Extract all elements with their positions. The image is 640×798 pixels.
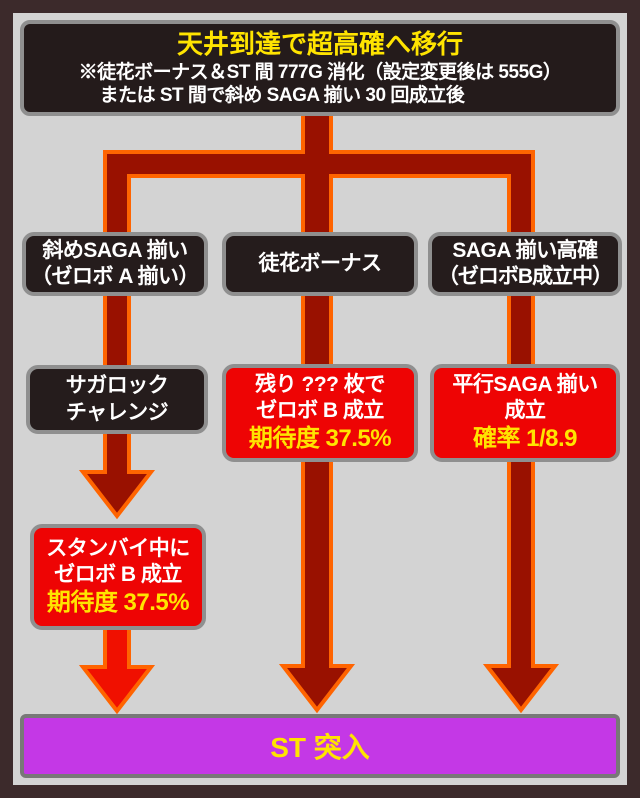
trigger-box-saga-koukaku: SAGA 揃い高確 （ゼロボB成立中） (428, 232, 622, 296)
result-zerobo-b-line2: ゼロボ B 成立 (256, 399, 384, 422)
result-parallel-saga-line1: 平行SAGA 揃い (452, 372, 598, 396)
result-box-parallel-saga: 平行SAGA 揃い 成立 確率 1/8.9 (430, 364, 620, 462)
result-zerobo-b-line1: 残り ??? 枚で (255, 372, 385, 396)
result-standby-expectation: 期待度 37.5% (46, 589, 190, 617)
branch-pipe (103, 112, 535, 252)
result-standby-line1: スタンバイ中に (46, 536, 190, 560)
result-standby-line2: ゼロボ B 成立 (54, 563, 182, 586)
trigger-box-adabana-bonus: 徒花ボーナス (222, 232, 418, 296)
trigger-box-diagonal-saga: 斜めSAGA 揃い （ゼロボ A 揃い） (22, 232, 208, 296)
header-note-line1: ※徒花ボーナス＆ST 間 777G 消化（設定変更後は 555G） (78, 61, 562, 83)
result-box-standby-zerobo-b: スタンバイ中に ゼロボ B 成立 期待度 37.5% (30, 524, 206, 630)
trigger-diagonal-saga-line2: （ゼロボ A 揃い） (30, 265, 200, 288)
left-exit-arrow (78, 620, 156, 715)
header-notes: ※徒花ボーナス＆ST 間 777G 消化（設定変更後は 555G） または ST… (79, 61, 562, 107)
trigger-saga-koukaku-line1: SAGA 揃い高確 (452, 238, 598, 262)
trigger-adabana-bonus-label: 徒花ボーナス (258, 251, 383, 275)
result-parallel-saga-line2: 成立 (504, 399, 547, 422)
header-title: 天井到達で超高確へ移行 (176, 28, 463, 59)
step-sagarock-line1: サガロック (65, 374, 169, 398)
center-exit-arrow (278, 242, 356, 714)
step-box-sagarock-challenge: サガロック チャレンジ (26, 365, 208, 434)
st-entry-label: ST 突入 (270, 732, 370, 763)
result-zerobo-b-expectation: 期待度 37.5% (248, 425, 392, 453)
right-exit-arrow (482, 242, 560, 714)
step-sagarock-line2: チャレンジ (65, 400, 169, 424)
result-parallel-saga-probability: 確率 1/8.9 (472, 425, 578, 453)
st-entry-bar: ST 突入 (20, 714, 620, 778)
header-note-line2: または ST 間で斜め SAGA 揃い 30 回成立後 (99, 85, 465, 107)
trigger-diagonal-saga-line1: 斜めSAGA 揃い (42, 238, 188, 262)
header-panel: 天井到達で超高確へ移行 ※徒花ボーナス＆ST 間 777G 消化（設定変更後は … (20, 20, 620, 116)
result-box-zerobo-b: 残り ??? 枚で ゼロボ B 成立 期待度 37.5% (222, 364, 418, 462)
trigger-saga-koukaku-line2: （ゼロボB成立中） (437, 265, 613, 288)
